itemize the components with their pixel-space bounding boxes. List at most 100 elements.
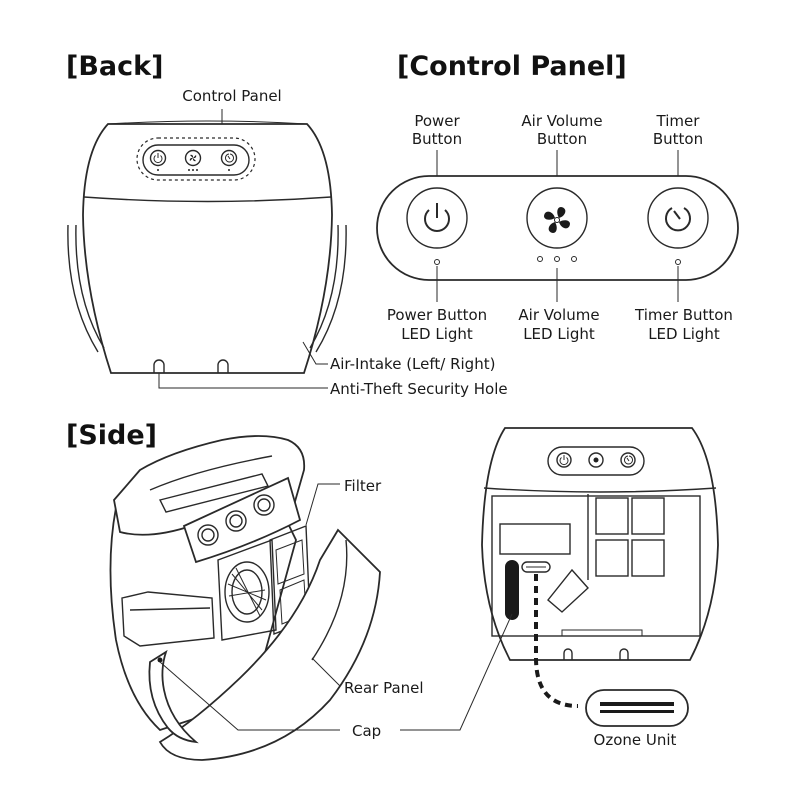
side-cap-piece [148,649,199,744]
side-button-2 [225,510,247,532]
timer-button [647,187,709,249]
air-volume-button [526,187,588,249]
internal-board [499,523,571,555]
label-timer-button-2: Button [653,130,703,148]
internal-mini-power-icon [559,455,569,466]
side-button-1 [197,524,219,546]
internal-security-hole-left [563,648,573,660]
label-timer-led-2: LED Light [648,325,720,343]
side-button-3-inner [257,498,271,512]
side-cap-ridge [149,455,273,491]
label-rear-panel: Rear Panel [344,679,424,697]
security-hole-left [153,359,165,373]
label-air-volume-button-1: Air Volume [521,112,602,130]
timer-icon [665,207,691,232]
section-heading-side: [Side] [66,420,157,451]
internal-device-body [481,427,719,661]
power-icon [424,203,450,232]
label-power-led-1: Power Button [387,306,487,324]
filter-cell-3 [595,539,629,577]
air-volume-led-1 [537,256,543,262]
air-intake-right [315,224,347,353]
internal-mini-panel [547,446,645,476]
label-power-button-2: Button [412,130,462,148]
rear-panel-inner-edge [311,539,348,661]
mini-control-panel [142,144,250,176]
internal-base-slot [561,629,643,637]
filter-cell-1 [595,497,629,535]
side-button-1-inner [201,528,215,542]
control-panel-detail: Power Button Air Volume Button Timer But… [376,112,739,343]
cap-hinge [157,657,163,663]
timer-icon-hand [673,210,681,220]
mini-timer-icon [225,153,234,163]
internal-mini-timer-icon [624,455,633,465]
internal-security-hole-right [619,648,629,660]
ozone-slot-dark [505,560,519,620]
mini-fan-icon [189,154,197,162]
side-button-3 [253,494,275,516]
ozone-insertion-path [534,574,579,708]
timer-led [675,259,681,265]
label-ozone-unit: Ozone Unit [594,731,677,749]
mini-fan-button [184,149,202,167]
mini-power-icon [153,153,163,164]
mini-led [192,169,194,171]
leader-filter [305,483,340,526]
label-air-volume-led-2: LED Light [523,325,595,343]
ozone-unit [585,689,689,727]
section-heading-back: [Back] [66,51,163,82]
filter-cell-4 [631,539,665,577]
side-cap-slot [158,473,270,513]
label-timer-led-1: Timer Button [634,306,733,324]
leader-anti-theft [158,373,328,389]
label-filter: Filter [344,477,382,495]
control-panel-highlight [136,137,256,181]
label-air-volume-led-1: Air Volume [518,306,599,324]
ozone-unit-strip-2 [600,710,674,713]
leader-cap-internal [400,613,513,731]
internal-view: Ozone Unit [400,427,719,749]
back-view: Control Panel Air-Intake (L [67,87,508,398]
filter-cell-2 [631,497,665,535]
label-cap: Cap [352,722,381,740]
power-button [406,187,468,249]
side-rear-panel [158,528,381,761]
internal-mini-fan-icon [593,457,599,463]
back-cap-seam [83,196,332,203]
mini-led [157,169,159,171]
leader-air-intake [302,341,328,365]
air-volume-led-3 [571,256,577,262]
mini-led [196,169,198,171]
leader-rear-panel [311,657,341,687]
internal-fan-housing [547,568,589,613]
label-timer-button-1: Timer [656,112,701,130]
internal-mini-power [556,452,572,468]
air-volume-led-2 [554,256,560,262]
air-intake-left [67,224,99,353]
back-device-body [82,123,333,374]
air-intake-right-inner [309,224,339,349]
side-fan [217,539,277,641]
fan-icon [544,207,570,233]
ozone-slot-connector [521,561,551,573]
mini-timer-button [220,149,238,167]
side-view: Filter Rear Panel Cap [109,435,424,761]
side-internal-bracket [121,591,215,647]
label-control-panel: Control Panel [182,87,281,105]
label-power-button-1: Power [414,112,460,130]
side-button-2-inner [229,514,243,528]
air-intake-left-inner [75,224,105,349]
leader-cap [159,661,340,731]
label-air-intake: Air-Intake (Left/ Right) [330,355,495,373]
mini-led [188,169,190,171]
label-air-volume-button-2: Button [537,130,587,148]
mini-power-button [149,149,167,167]
internal-mini-fan [588,452,604,468]
label-power-led-2: LED Light [401,325,473,343]
security-hole-right [217,359,229,373]
section-heading-control-panel: [Control Panel] [397,51,627,82]
power-led [434,259,440,265]
mini-led [228,169,230,171]
